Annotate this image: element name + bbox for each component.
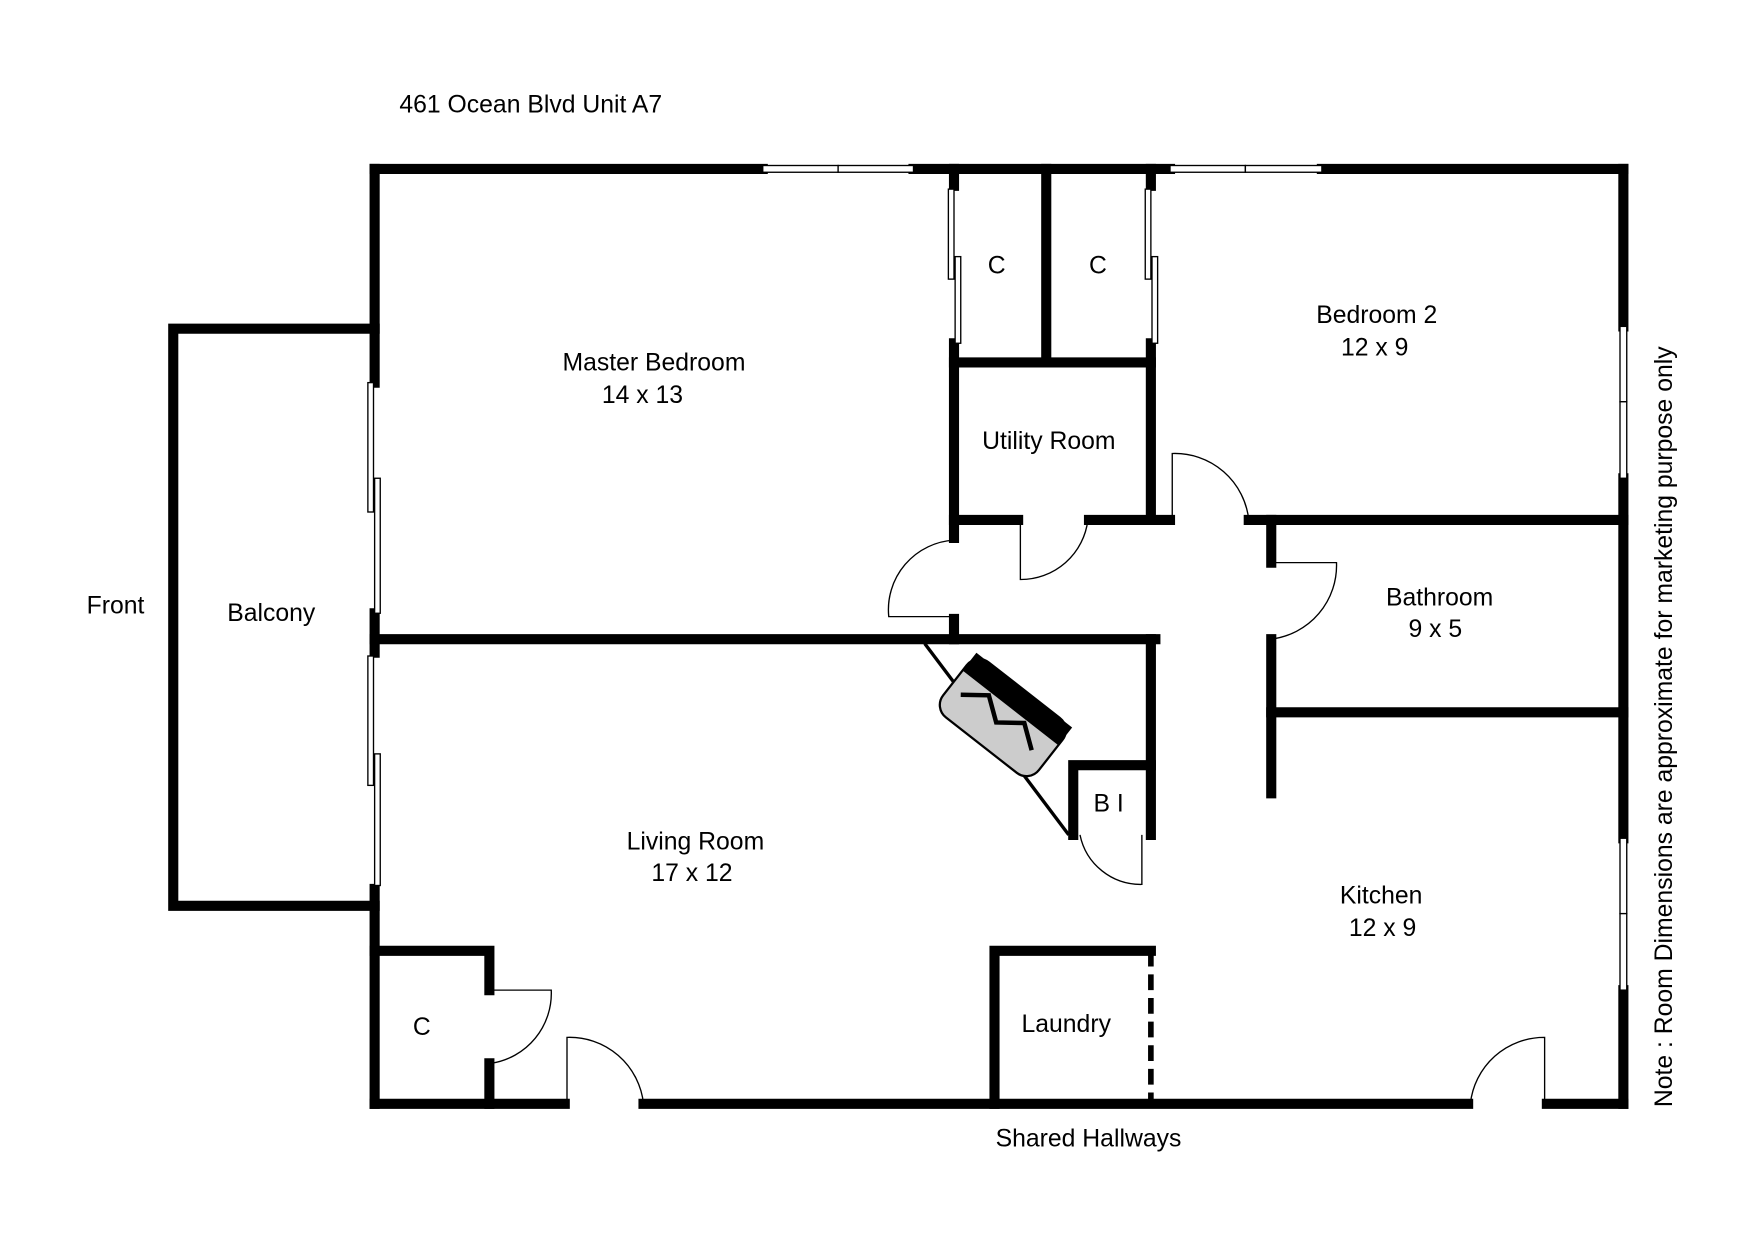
label-balcony: Balcony xyxy=(227,600,316,627)
room-kitchen: Kitchen xyxy=(1340,883,1423,910)
windows xyxy=(367,164,1628,991)
room-living: Living Room xyxy=(627,829,765,856)
room-kitchen-size: 12 x 9 xyxy=(1349,915,1416,942)
room-bedroom-2: Bedroom 2 xyxy=(1316,302,1437,329)
room-living-size: 17 x 12 xyxy=(651,860,732,887)
label-shared-hallways: Shared Hallways xyxy=(996,1126,1182,1153)
room-bi: B I xyxy=(1094,790,1124,817)
room-closet-3: C xyxy=(413,1014,431,1041)
room-bedroom-2-size: 12 x 9 xyxy=(1341,335,1408,362)
property-title: 461 Ocean Blvd Unit A7 xyxy=(399,92,662,119)
room-laundry: Laundry xyxy=(1022,1011,1112,1038)
room-master-bedroom-size: 14 x 13 xyxy=(602,382,683,409)
room-utility: Utility Room xyxy=(982,428,1115,455)
room-closet-2: C xyxy=(1089,253,1107,280)
room-closet-1: C xyxy=(988,253,1006,280)
room-master-bedroom: Master Bedroom xyxy=(563,349,746,376)
room-bathroom-size: 9 x 5 xyxy=(1409,616,1463,643)
disclaimer-note: Note : Room Dimensions are approximate f… xyxy=(1651,346,1678,1107)
label-front: Front xyxy=(87,592,145,619)
doors xyxy=(489,452,1546,1104)
room-bathroom: Bathroom xyxy=(1386,584,1493,611)
sofa-icon xyxy=(923,642,1073,836)
walls xyxy=(168,163,1629,1109)
